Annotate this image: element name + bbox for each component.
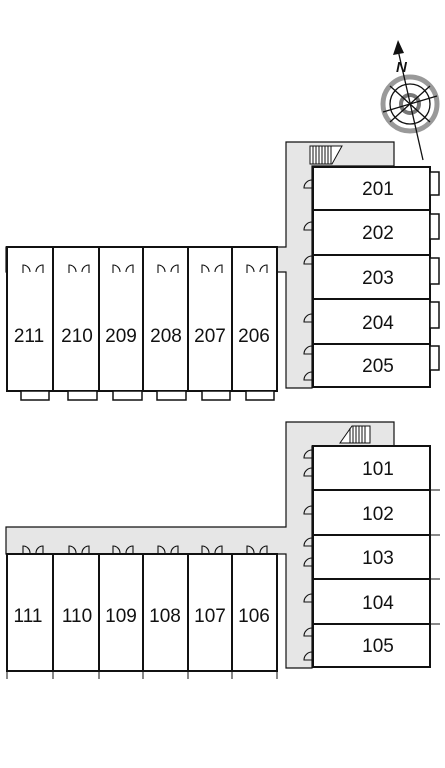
- unit-label: 203: [362, 268, 394, 289]
- unit-104: 104: [303, 578, 440, 625]
- unit-108: 108: [142, 553, 189, 672]
- door-swings-2f: [22, 264, 268, 273]
- unit-105: 105: [303, 623, 431, 668]
- unit-107: 107: [187, 553, 233, 672]
- unit-label: 102: [362, 504, 394, 525]
- floor-1: 101 102 103 104 105: [5, 421, 440, 679]
- door-swings-1f: [22, 545, 268, 554]
- unit-205: 205: [303, 343, 440, 388]
- unit-106: 106: [231, 553, 278, 672]
- unit-label: 103: [362, 548, 394, 569]
- unit-label: 106: [238, 606, 270, 627]
- unit-label: 205: [362, 356, 394, 377]
- unit-label: 105: [362, 636, 394, 657]
- unit-203: 203: [303, 254, 440, 300]
- unit-label: 204: [362, 313, 394, 334]
- unit-label: 211: [14, 326, 44, 347]
- unit-label: 210: [61, 326, 93, 347]
- north-label: N: [396, 59, 408, 76]
- unit-label: 107: [194, 606, 226, 627]
- compass-icon: N: [380, 40, 440, 161]
- unit-label: 209: [105, 326, 137, 347]
- unit-209: 209: [98, 246, 144, 401]
- unit-label: 201: [362, 179, 394, 200]
- unit-label: 108: [149, 606, 181, 627]
- stair-icon: [339, 425, 371, 444]
- unit-101: 101: [303, 445, 440, 491]
- floor-2: 201 202 203 204 205: [5, 141, 440, 401]
- unit-103: 103: [303, 534, 440, 580]
- unit-label: 109: [105, 606, 137, 627]
- unit-label: 101: [362, 459, 394, 480]
- unit-label: 202: [362, 223, 394, 244]
- corridor-1f: [5, 421, 395, 669]
- unit-111: 111: [6, 553, 54, 672]
- wall-ticks-1f: [6, 671, 278, 679]
- unit-201: 201: [303, 166, 440, 211]
- unit-label: 206: [238, 326, 270, 347]
- unit-206: 206: [231, 246, 278, 401]
- unit-202: 202: [303, 209, 440, 256]
- unit-208: 208: [142, 246, 189, 401]
- unit-label: 207: [194, 326, 226, 347]
- unit-label: 208: [150, 326, 182, 347]
- unit-204: 204: [303, 298, 440, 345]
- stair-icon: [309, 145, 343, 165]
- unit-102: 102: [303, 489, 440, 536]
- unit-label: 111: [14, 606, 43, 627]
- unit-109: 109: [98, 553, 144, 672]
- unit-207: 207: [187, 246, 233, 401]
- unit-110: 110: [52, 553, 100, 672]
- unit-label: 110: [62, 606, 92, 627]
- unit-label: 104: [362, 593, 394, 614]
